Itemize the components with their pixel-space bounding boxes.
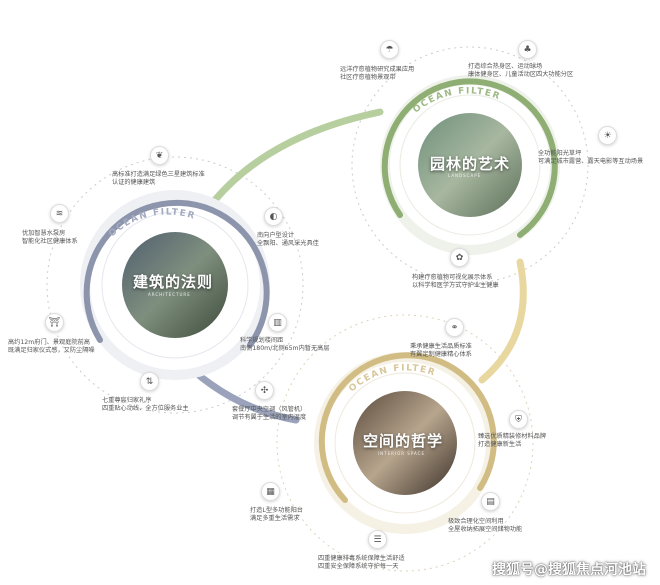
feature-line: 优加智慧水泵房 (22, 230, 66, 237)
feature-line: 高约12m府门、景观庭院前高 (8, 339, 90, 346)
feature-line: 认证的健康建筑 (112, 179, 156, 186)
elevator-icon: ⇅ (140, 372, 159, 391)
feature-line: 秉承健康生活品质标准 (410, 343, 472, 350)
feature-line: 四重安全保障系统守护每一天 (318, 563, 399, 570)
umbrella-icon: ☂ (380, 40, 399, 59)
garden-subtitle: LANDSCAPE (448, 173, 482, 178)
feature-line: 康体健身区、儿童活动区四大功能分区 (468, 71, 574, 78)
flower-icon: ✿ (450, 248, 469, 267)
garden-ring (381, 78, 558, 238)
garden-photo (418, 113, 522, 217)
feature-line: 打造L型多功能阳台 (250, 507, 303, 514)
feature-text: 极致合理化空间利用全屋收纳拓展空间储物功能 (448, 518, 522, 534)
sunrise-icon: ◐ (264, 207, 283, 226)
feature-line: 全功能阳光草坪 (538, 150, 582, 157)
feature-text: 远洋疗愈植物研究成果应用社区疗愈植物景观带 (340, 66, 414, 82)
building-outer-dash (46, 156, 304, 414)
space-subtitle: INTERIOR SPACE (378, 451, 425, 456)
leaf-icon: ❦ (150, 146, 169, 165)
garden-title: 园林的艺术 (430, 155, 511, 173)
storage-icon: ▤ (481, 492, 500, 511)
feature-line: 打造综合热身区、运动球场 (468, 63, 543, 70)
watermark: 搜狐号@搜狐焦点河池站 (492, 562, 646, 578)
feature-text: 七重尊宸归家礼序四重贴心动线、全方位服务业主 (102, 397, 189, 413)
feature-line: 套餐厅中央空调（风管机） (232, 406, 307, 413)
feature-line: 全飘阳、通风采光具佳 (257, 240, 319, 247)
feature-line: 打造健康新生活 (478, 441, 522, 448)
feature-line: 极致合理化空间利用 (448, 518, 504, 525)
feature-text: 全功能阳光草坪可满足城市露营、露天电影等互动场景 (538, 150, 643, 166)
feature-text: 四重健康排毒系统保障生活舒适四重安全保障系统守护每一天 (318, 555, 405, 571)
feature-text: 构建疗愈植物可视化展示体系以科学和医学方式守护业主健康 (412, 274, 499, 290)
connector-garden-space (478, 258, 527, 384)
gate-icon: ⛩ (45, 313, 64, 332)
feature-line: 以科学和医学方式守护业主健康 (412, 282, 499, 289)
list-icon: ☰ (368, 530, 387, 549)
feature-text: 科学规划楼间距南侧180m/北侧65m内暂无高层 (240, 337, 330, 353)
feature-line: 远洋疗愈植物研究成果应用 (340, 66, 415, 73)
fan-icon: ✣ (255, 381, 274, 400)
feature-line: 全屋收纳拓展空间储物功能 (448, 526, 523, 533)
feature-line: 四重健康排毒系统保障生活舒适 (318, 555, 405, 562)
tree-icon: ♣ (518, 40, 537, 59)
shield-icon: ⛨ (509, 410, 528, 429)
feature-line: 调节有翼于生活的室内温度 (232, 414, 307, 421)
feature-line: 南侧180m/北侧65m内暂无高层 (240, 345, 330, 352)
space-outer-dash (276, 314, 534, 572)
space-title: 空间的哲学 (363, 432, 444, 450)
feature-text: 高标准打造满足绿色三星建筑标准认证的健康建筑 (112, 171, 205, 187)
feature-line: 有翼定制健康精心体系 (410, 351, 472, 358)
feature-line: 构建疗愈植物可视化展示体系 (412, 274, 493, 281)
molecule-icon: ⚭ (445, 318, 464, 337)
water-icon: ≋ (50, 204, 69, 223)
feature-line: 四重贴心动线、全方位服务业主 (102, 405, 189, 412)
space-photo (353, 391, 457, 495)
feature-line: 臻选优质精装修材料品牌 (478, 433, 547, 440)
feature-line: 智能化社区健康体系 (22, 238, 78, 245)
balcony-icon: ▦ (261, 482, 280, 501)
feature-text: 打造综合热身区、运动球场康体健身区、儿童活动区四大功能分区 (468, 63, 573, 79)
building-photo (122, 232, 228, 338)
connector-building-garden (211, 108, 384, 204)
feature-line: 社区疗愈植物景观带 (340, 74, 396, 81)
feature-text: 南向户型设计全飘阳、通风采光具佳 (257, 232, 319, 248)
sun-icon: ☀ (598, 126, 617, 145)
feature-text: 优加智慧水泵房智能化社区健康体系 (22, 230, 78, 246)
feature-line: 南向户型设计 (257, 232, 295, 239)
garden-outer-dash (351, 46, 589, 284)
building-title: 建筑的法则 (133, 273, 214, 291)
feature-text: 秉承健康生活品质标准有翼定制健康精心体系 (410, 343, 472, 359)
feature-line: 可满足城市露营、露天电影等互动场景 (538, 158, 644, 165)
feature-text: 臻选优质精装修材料品牌打造健康新生活 (478, 433, 546, 449)
feature-line: 科学规划楼间距 (240, 337, 284, 344)
building-icon: ▥ (268, 313, 287, 332)
feature-text: 打造L型多功能阳台满足多重生活需求 (250, 507, 303, 523)
feature-line: 高标准打造满足绿色三星建筑标准 (112, 171, 205, 178)
feature-line: 七重尊宸归家礼序 (102, 397, 152, 404)
feature-text: 高约12m府门、景观庭院前高既满足归家仪式感，又防尘隔噪 (8, 339, 95, 355)
building-ring (83, 199, 270, 348)
building-subtitle: ARCHITECTURE (148, 292, 191, 297)
feature-text: 套餐厅中央空调（风管机）调节有翼于生活的室内温度 (232, 406, 306, 422)
feature-line: 满足多重生活需求 (250, 515, 300, 522)
feature-line: 既满足归家仪式感，又防尘隔噪 (8, 347, 95, 354)
connector-building-space (191, 368, 300, 424)
space-ring (318, 352, 497, 503)
